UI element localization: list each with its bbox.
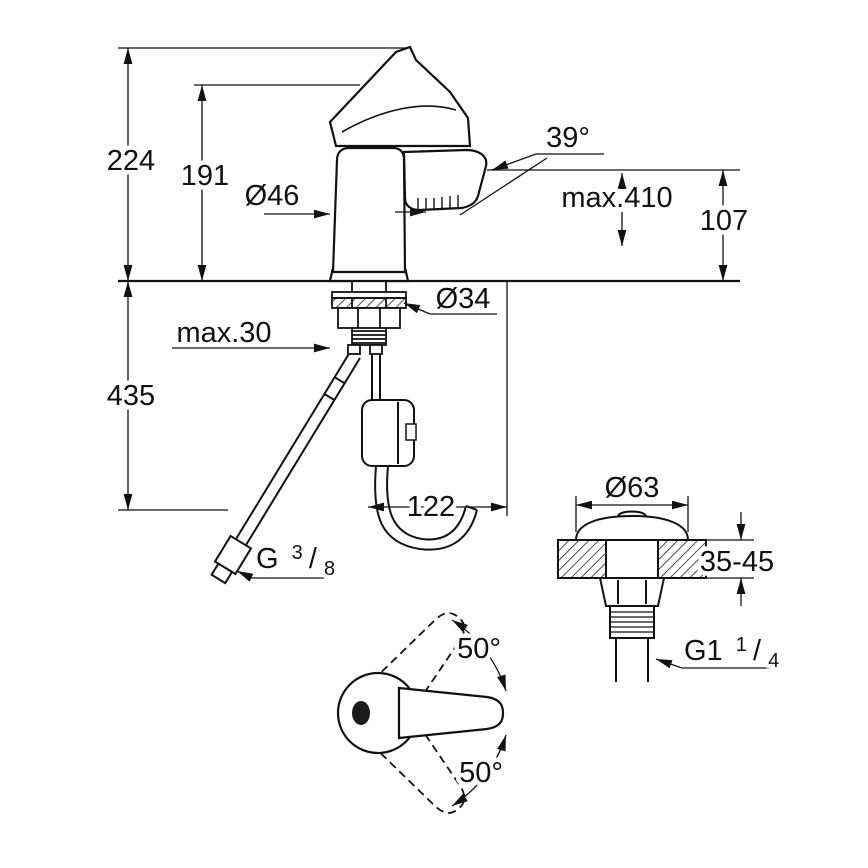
supply-hose-vertical [361,354,478,551]
label-dia46: Ø46 [245,180,300,212]
label-dia34: Ø34 [436,283,491,315]
g38-numerator: 3 [292,542,303,564]
swing-arc-lower [451,734,507,807]
waste-locknut [598,577,666,607]
lever-detail-line [341,105,457,133]
dimension-labels: 224 191 435 Ø46 39° max.410 107 Ø34 max.… [102,118,783,794]
hose-end-nut [213,534,253,576]
leader-lines [172,302,507,582]
g38-denominator: 8 [324,558,335,580]
label-max410: max.410 [561,182,672,214]
mounting-hardware [331,280,407,355]
swing-arc-arrows [451,619,507,807]
lever-handle [328,45,472,148]
label-g114: G1 1 / 4 [684,626,779,672]
g114-denominator: 4 [768,650,779,672]
waste-assembly [557,496,772,682]
hose-end-stub [210,562,234,585]
main-view-dimension-lines [118,47,740,511]
g114-numerator: 1 [736,634,747,656]
deck-hatch-right [657,539,707,579]
label-122: 122 [407,491,455,523]
supply-hose-angled [210,351,361,585]
label-107: 107 [700,205,748,237]
g38-slash: / [309,543,318,575]
g114-prefix: G1 [684,635,723,667]
faucet-side-view [328,45,488,283]
handle-top-view [336,612,507,814]
label-max30: max.30 [176,317,271,349]
g114-slash: / [753,635,762,667]
check-valve-clip [405,423,417,441]
waste-dimension-lines [575,496,772,669]
angle39-leg [459,157,548,216]
label-3545: 35-45 [700,546,774,578]
g38-leader [236,570,254,582]
aerator [417,195,459,210]
cap-knob [617,510,647,517]
body-column [331,146,407,274]
label-50deg-upper: 50° [457,633,501,665]
label-191: 191 [181,160,229,192]
mounting-nut [337,307,401,329]
g38-prefix: G [256,543,279,575]
label-dia63: Ø63 [605,472,660,504]
label-224: 224 [107,145,155,177]
deck-hatch-left [557,539,607,579]
label-50deg-lower: 50° [459,757,503,789]
label-g38: G 3 / 8 [256,534,335,580]
label-435: 435 [107,380,155,412]
handle-logo-dot [352,701,370,725]
g114-leader [655,658,683,669]
waste-body [557,510,707,682]
angle39-leader [491,153,537,171]
dia34-leader [403,302,431,315]
spout [402,148,488,212]
pop-up-cap [574,514,690,541]
label-39deg: 39° [546,122,590,154]
handle-plan [397,686,505,740]
swing-arc-upper [451,619,507,692]
